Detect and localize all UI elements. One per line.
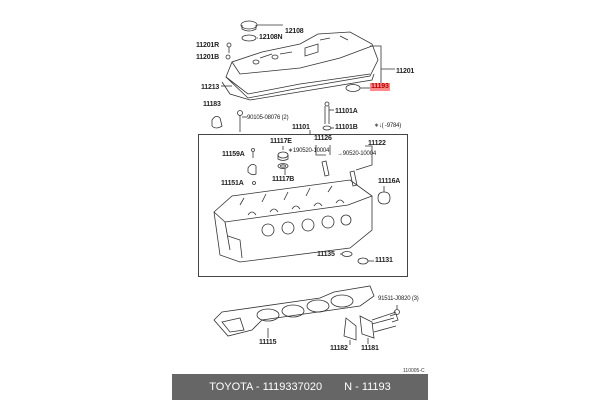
part-label-11116a[interactable]: 11116A — [378, 178, 401, 185]
part-label-90105-08076[interactable]: 90105-08076 (2) — [247, 115, 289, 121]
part-label-11193-highlighted[interactable]: 11193 — [370, 83, 390, 91]
part-label-11151a[interactable]: 11151A — [221, 180, 244, 187]
part-label-11201[interactable]: 11201 — [396, 68, 415, 75]
part-label-90520-10004-b[interactable]: →90520-10004 — [337, 151, 376, 157]
part-label-11126[interactable]: 11126 — [314, 135, 332, 142]
cylinder-head-icon — [213, 179, 373, 263]
part-label-11159a[interactable]: 11159A — [222, 151, 245, 158]
part-label-11201b[interactable]: 11201B — [196, 54, 219, 61]
part-label-11101[interactable]: 11101 — [292, 124, 310, 131]
part-label-12108[interactable]: 12108 — [285, 28, 304, 35]
cylinder-head-assembly-frame — [198, 134, 408, 277]
head-cover-icon — [221, 31, 379, 101]
part-label-11182[interactable]: 11182 — [330, 345, 348, 352]
grommet-icon — [345, 84, 361, 92]
part-label-11115[interactable]: 11115 — [259, 339, 277, 346]
part-number-footer: TOYOTA - 1119337020 N - 11193 — [172, 374, 428, 400]
part-label-11117e[interactable]: 11117E — [270, 138, 292, 145]
part-label-11135[interactable]: 11135 — [317, 251, 335, 258]
diagram-reference-number: N - 11193 — [344, 381, 391, 393]
part-label-11131[interactable]: 11131 — [375, 257, 393, 264]
part-label-11117b[interactable]: 11117B — [272, 176, 295, 183]
part-label-90520-10004-a[interactable]: ∗190520-10004 — [288, 148, 330, 154]
head-gasket-icon — [213, 285, 375, 337]
oil-cap-icon — [240, 20, 258, 42]
part-label-11101a[interactable]: 11101A — [335, 108, 358, 115]
part-label-11201r[interactable]: 11201R — [196, 42, 219, 49]
oem-part-number: TOYOTA - 1119337020 — [209, 381, 323, 393]
part-label-11213[interactable]: 11213 — [201, 84, 220, 91]
figure-code: 110005-C — [403, 368, 425, 374]
part-label-91511-j0820[interactable]: 91511-J0820 (3) — [378, 296, 419, 302]
part-label-11181[interactable]: 11181 — [361, 345, 379, 352]
production-date-note: ∗↓( -9784) — [374, 123, 402, 129]
part-label-11101b[interactable]: 11101B — [335, 124, 358, 131]
part-label-11122[interactable]: 11122 — [368, 140, 386, 147]
part-label-12108n[interactable]: 12108N — [259, 34, 283, 41]
part-label-11183[interactable]: 11183 — [203, 101, 221, 108]
